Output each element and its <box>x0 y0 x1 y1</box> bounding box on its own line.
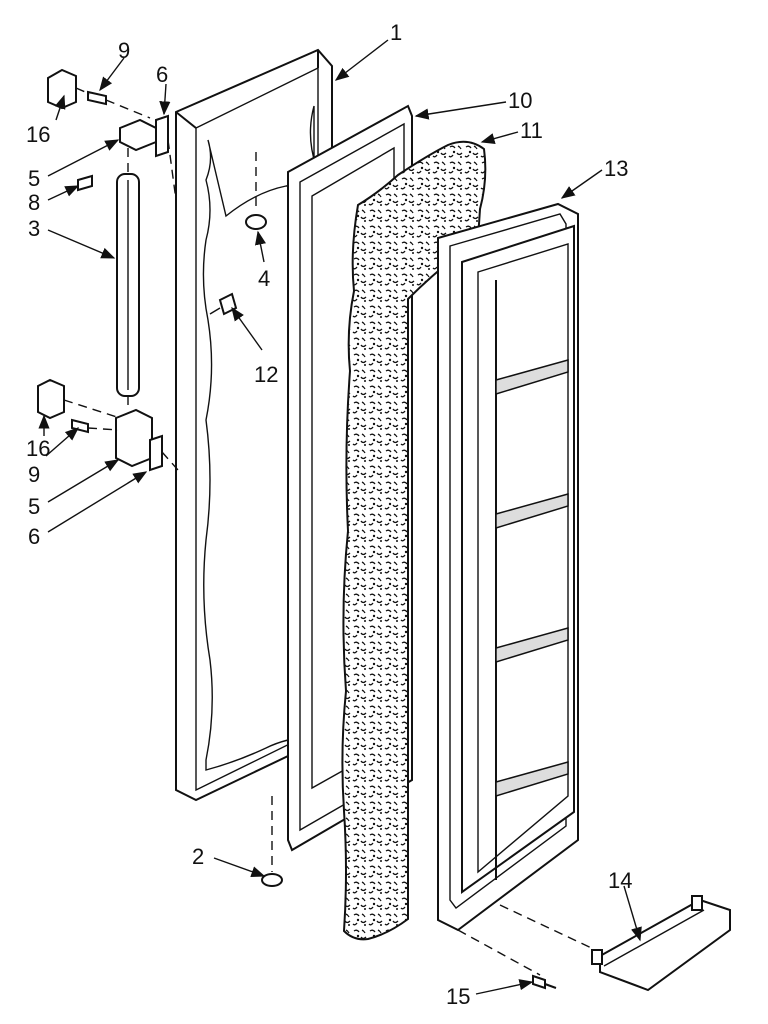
callout-6-upper: 6 <box>156 62 168 87</box>
hinge-bracket-lower <box>149 434 179 472</box>
screw-upper <box>87 90 151 119</box>
leader-lines <box>38 39 642 995</box>
door-handle <box>116 173 140 397</box>
hinge-bracket-upper <box>155 114 177 201</box>
callout-10: 10 <box>508 88 532 113</box>
liner-shelf <box>495 627 569 664</box>
callout-14: 14 <box>608 868 632 893</box>
door-inner-liner <box>437 202 601 976</box>
callout-5-upper: 5 <box>28 166 40 191</box>
callout-5-lower: 5 <box>28 494 40 519</box>
callout-1: 1 <box>390 20 402 45</box>
bottom-plug <box>261 796 283 887</box>
screw-part <box>532 974 557 990</box>
liner-shelf <box>495 761 569 798</box>
door-insulation-foam <box>341 140 487 941</box>
liner-shelf <box>495 359 569 396</box>
callout-12: 12 <box>254 362 278 387</box>
callout-16-upper: 16 <box>26 122 50 147</box>
handle-end-cap-upper <box>119 118 157 174</box>
liner-shelf <box>495 493 569 530</box>
trim-cap-upper <box>47 68 91 110</box>
callout-9-upper: 9 <box>118 38 130 63</box>
callout-3: 3 <box>28 216 40 241</box>
callout-6-lower: 6 <box>28 524 40 549</box>
callout-13: 13 <box>604 156 628 181</box>
shelf-retainer-bar <box>591 895 731 992</box>
screw-lower <box>71 418 119 434</box>
callout-labels: 1 10 11 13 14 15 2 4 12 6 9 16 5 8 3 16 … <box>26 20 632 1009</box>
callout-4: 4 <box>258 266 270 291</box>
callout-11: 11 <box>520 118 543 143</box>
callout-2: 2 <box>192 844 204 869</box>
trim-cap-lower <box>37 378 121 420</box>
handle-end-cap-lower <box>115 396 153 468</box>
plug-part <box>245 152 267 230</box>
callout-8: 8 <box>28 190 40 215</box>
callout-15: 15 <box>446 984 470 1009</box>
callout-16-lower: 16 <box>26 436 50 461</box>
spacer-part <box>77 174 93 192</box>
callout-9-lower: 9 <box>28 462 40 487</box>
